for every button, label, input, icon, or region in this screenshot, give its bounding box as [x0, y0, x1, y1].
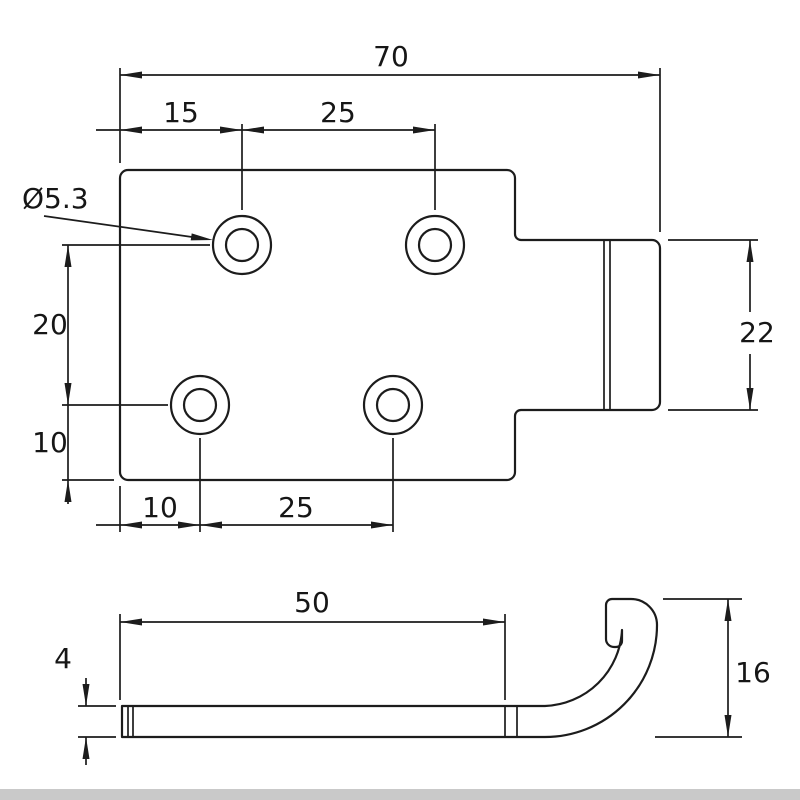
hole-outer	[404, 214, 466, 276]
hole-inner	[417, 227, 453, 263]
hole-inner	[182, 387, 218, 423]
dim-hole-positions-bottom: 10 25	[96, 438, 394, 532]
footer-bar	[0, 789, 800, 800]
arrowhead	[746, 388, 754, 410]
dim-label-10-bottom: 10	[142, 491, 178, 524]
dim-label-22: 22	[739, 316, 775, 349]
dim-row-pitch: 20	[32, 244, 210, 406]
dim-label-15: 15	[163, 96, 199, 129]
arrowhead	[724, 599, 732, 621]
side-view-outline	[120, 597, 659, 739]
hole-inner	[375, 387, 411, 423]
arrowhead	[413, 126, 435, 134]
dim-label-16: 16	[735, 656, 771, 689]
hole-bottom-right	[362, 374, 424, 436]
arrowhead	[82, 684, 90, 706]
hole-bottom-left	[169, 374, 231, 436]
dim-label-10-left: 10	[32, 426, 68, 459]
arrowhead	[746, 240, 754, 262]
dim-hook-height: 16	[655, 598, 771, 738]
dim-flat-length: 50	[119, 586, 506, 700]
arrowhead	[120, 126, 142, 134]
dim-bottom-row-offset: 10	[32, 405, 114, 504]
hole-outer	[211, 214, 273, 276]
arrowhead	[638, 71, 660, 79]
dim-tab-width: 22	[668, 239, 775, 411]
dim-label-70: 70	[373, 40, 409, 73]
dim-label-diameter: Ø5.3	[22, 182, 89, 215]
hole-outer	[362, 374, 424, 436]
arrowhead	[120, 521, 142, 529]
leader-line	[43, 215, 193, 238]
dim-overall-width: 70	[119, 40, 661, 232]
arrowhead	[483, 618, 505, 626]
arrowhead	[242, 126, 264, 134]
dim-hole-positions-top: 15 25	[96, 96, 436, 210]
hole-outer	[169, 374, 231, 436]
dim-label-4: 4	[54, 642, 72, 675]
arrowhead	[724, 715, 732, 737]
dim-label-25-bottom: 25	[278, 491, 314, 524]
arrowhead	[64, 383, 72, 405]
arrowhead	[200, 521, 222, 529]
arrowhead	[120, 71, 142, 79]
dim-hole-diameter: Ø5.3	[22, 182, 213, 241]
arrowhead	[64, 245, 72, 267]
side-view	[120, 597, 659, 739]
arrowhead	[371, 521, 393, 529]
dim-label-20: 20	[32, 308, 68, 341]
dim-label-25-top: 25	[320, 96, 356, 129]
arrowhead	[64, 480, 72, 502]
arrowhead	[120, 618, 142, 626]
arrowhead	[190, 233, 213, 241]
arrowhead	[220, 126, 242, 134]
hole-top-left	[211, 214, 273, 276]
arrowhead	[178, 521, 200, 529]
hole-top-right	[404, 214, 466, 276]
hole-inner	[224, 227, 260, 263]
dim-label-50: 50	[294, 586, 330, 619]
arrowhead	[82, 737, 90, 759]
top-view	[118, 168, 662, 482]
dim-thickness: 4	[54, 642, 116, 765]
top-view-outline	[118, 168, 662, 482]
